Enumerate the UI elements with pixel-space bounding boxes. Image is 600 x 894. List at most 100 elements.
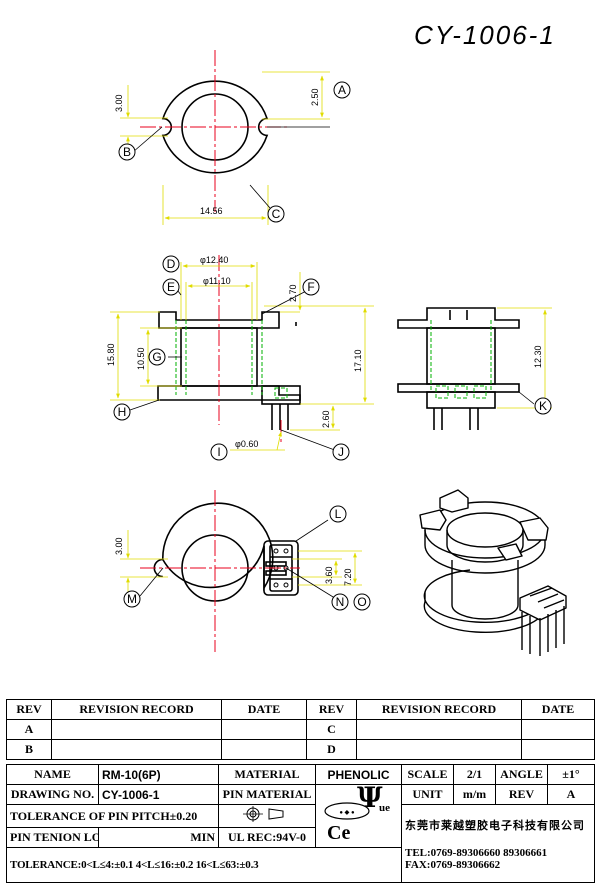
scale-value: 2/1 — [453, 764, 496, 785]
date-cell — [521, 739, 595, 760]
svg-text:L: L — [335, 507, 342, 521]
pin-tension-min: MIN — [98, 827, 219, 848]
dim-1110: φ11.10 — [203, 276, 231, 286]
unit-label: UNIT — [401, 784, 454, 805]
side-body — [426, 327, 496, 385]
side-pin-block — [426, 391, 496, 409]
marker-k: K — [534, 397, 552, 415]
spec-row-4: PIN TENION LOAD MIN UL REC:94V-0 — [6, 827, 595, 848]
record-cell — [356, 719, 522, 740]
svg-text:I: I — [217, 445, 220, 459]
front-view: φ12.40 φ11.10 2.70 15.80 10.50 17.10 2.6… — [106, 255, 374, 453]
spec-row-2: DRAWING NO. CY-1006-1 PIN MATERIAL ● ◆ ●… — [6, 784, 595, 848]
company-block: 东莞市莱越塑胶电子科技有限公司 TEL:0769-89306660 893066… — [401, 804, 595, 883]
symbols-cell — [218, 804, 316, 828]
spec-row-5: TOLERANCE:0<L≤4:±0.1 4<L≤16:±0.2 16<L≤63… — [6, 847, 595, 883]
dim-250: 2.50 — [310, 88, 320, 106]
svg-text:O: O — [357, 595, 366, 609]
dim-1456: 14.56 — [200, 206, 223, 216]
record-cell — [51, 719, 222, 740]
company-tel: TEL:0769-89306660 89306661 — [405, 846, 548, 859]
revision-header-row: REV REVISION RECORD DATE REV REVISION RE… — [6, 699, 595, 720]
svg-text:E: E — [167, 280, 175, 294]
marker-e: E — [162, 278, 180, 296]
pin-pitch-tolerance: TOLERANCE OF PIN PITCH±0.20 — [6, 804, 219, 828]
dim-360: 3.60 — [324, 566, 334, 584]
marker-o: O — [353, 593, 371, 611]
svg-text:B: B — [123, 145, 131, 159]
marker-f: F — [302, 278, 320, 296]
svg-text:G: G — [152, 350, 161, 364]
logo-letters: Ce — [327, 822, 350, 843]
rev-header: REV — [6, 699, 52, 720]
bottom-view-outer-ring — [161, 502, 274, 591]
spec-row-3: TOLERANCE OF PIN PITCH±0.20 东莞市莱越塑胶电子科技有… — [6, 804, 595, 883]
pin-tension-label: PIN TENION LOAD — [6, 827, 99, 848]
dim-720: 7.20 — [343, 568, 353, 586]
svg-text:F: F — [307, 280, 314, 294]
table-row: A C — [6, 719, 595, 740]
svg-text:N: N — [336, 595, 345, 609]
pin-material-label: PIN MATERIAL — [218, 784, 316, 805]
company-name: 东莞市莱越塑胶电子科技有限公司 — [405, 819, 585, 832]
drawing-value: CY-1006-1 — [98, 784, 219, 805]
angle-label: ANGLE — [495, 764, 548, 785]
date-header: DATE — [221, 699, 307, 720]
side-bottom-flange — [397, 383, 520, 393]
rev-cell: A — [6, 719, 52, 740]
dim-300-top: 3.00 — [114, 94, 124, 112]
marker-i: I — [210, 443, 228, 461]
name-label: NAME — [6, 764, 99, 785]
dim-260: 2.60 — [321, 410, 331, 428]
revision-record-header: REVISION RECORD — [51, 699, 222, 720]
rev-cell: B — [6, 739, 52, 760]
angle-value: ±1° — [547, 764, 595, 785]
marker-m: M — [123, 590, 141, 608]
marker-j: J — [332, 443, 350, 461]
svg-text:K: K — [539, 399, 547, 413]
company-fax: FAX:0769-89306662 — [405, 858, 501, 871]
spec-row-1: NAME RM-10(6P) MATERIAL PHENOLIC SCALE 2… — [6, 764, 595, 785]
projection-symbol-icon — [243, 806, 284, 822]
logo-sub: ue — [379, 802, 390, 814]
ul-rec: UL REC:94V-0 — [218, 827, 316, 848]
svg-text:H: H — [118, 405, 127, 419]
company-logo: ● ◆ ● Ce Ψ ue — [323, 785, 390, 844]
marker-a: A — [333, 81, 351, 99]
material-label: MATERIAL — [218, 764, 316, 785]
pin-material-value: ● ◆ ● Ce Ψ ue — [315, 784, 402, 848]
isometric-view — [419, 489, 567, 656]
marker-b: B — [118, 143, 136, 161]
marker-l: L — [329, 505, 347, 523]
revision-record-header-2: REVISION RECORD — [356, 699, 522, 720]
callout-markers: A B C D E F G H I J K L M N O — [113, 81, 552, 611]
record-cell — [356, 739, 522, 760]
date-cell — [221, 719, 307, 740]
dim-1710: 17.10 — [353, 349, 363, 372]
svg-text:C: C — [272, 207, 281, 221]
side-view: 12.30 — [397, 307, 552, 430]
top-view: 14.56 3.00 2.50 — [114, 50, 330, 225]
side-top-flange — [397, 307, 520, 329]
marker-h: H — [113, 403, 131, 421]
date-cell — [521, 719, 595, 740]
rev-header-2: REV — [306, 699, 357, 720]
svg-text:M: M — [127, 592, 137, 606]
marker-g: G — [148, 348, 166, 366]
dim-1050: 10.50 — [136, 347, 146, 370]
table-row: B D — [6, 739, 595, 760]
marker-n: N — [331, 593, 349, 611]
marker-d: D — [162, 255, 180, 273]
rev-value: A — [547, 784, 595, 805]
dim-270: 2.70 — [288, 284, 298, 302]
tolerance-line: TOLERANCE:0<L≤4:±0.1 4<L≤16:±0.2 16<L≤63… — [6, 847, 402, 883]
svg-text:A: A — [338, 83, 346, 97]
psi-symbol: Ψ — [357, 785, 383, 814]
dim-300-bottom: 3.00 — [114, 537, 124, 555]
technical-drawing: 14.56 3.00 2.50 — [106, 50, 567, 656]
svg-text:● ◆ ●: ● ◆ ● — [339, 809, 355, 816]
name-value: RM-10(6P) — [98, 764, 219, 785]
svg-text:D: D — [167, 257, 176, 271]
record-cell — [51, 739, 222, 760]
drawing-label: DRAWING NO. — [6, 784, 99, 805]
